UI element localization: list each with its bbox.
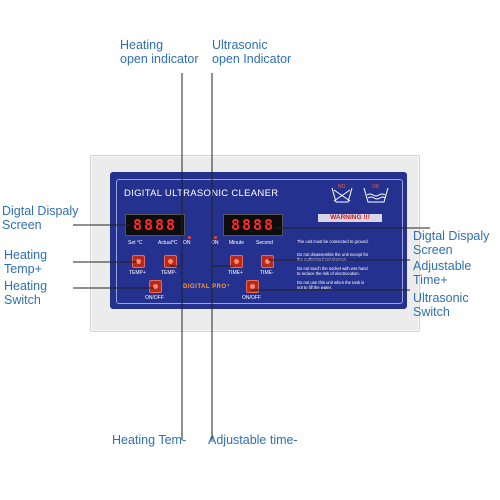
callout-ultrasonic-switch-line2: Switch: [413, 305, 450, 319]
warning-banner: WARNING !!!: [318, 214, 382, 222]
callout-heating-temp-plus: Heating Temp+: [4, 248, 47, 276]
ok-water-icon: [363, 187, 389, 203]
control-panel-border: [116, 179, 403, 304]
callout-heating-switch-line2: Switch: [4, 293, 41, 307]
callout-left-display-line2: Screen: [2, 218, 42, 232]
warning-note-1: The unit must be connected to ground.: [297, 239, 369, 244]
heating-onoff-button[interactable]: [149, 280, 162, 293]
warning-note-6: Do not use this unit when the tank is: [297, 280, 365, 285]
warning-note-2: Do not disassemble the unit except for: [297, 252, 369, 257]
no-water-icon: [331, 187, 353, 203]
callout-adjustable-time-plus-line2: Time+: [413, 273, 448, 287]
callout-ultrasonic-switch-line1: Ultrasonic: [413, 291, 469, 305]
panel-title: DIGITAL ULTRASONIC CLEANER: [124, 188, 279, 199]
callout-right-display-line2: Screen: [413, 243, 453, 257]
temp-minus-button[interactable]: [164, 255, 177, 268]
warning-note-5: to reduce the risk of electrocution.: [297, 271, 360, 276]
time-plus-button[interactable]: [230, 255, 243, 268]
callout-right-display: Digtal Dispaly Screen: [413, 229, 489, 257]
heating-display-screen: 8888: [125, 214, 185, 236]
heating-on-label: ON: [183, 240, 191, 246]
callout-left-display-line1: Digtal Dispaly: [2, 204, 79, 218]
ultrasonic-on-label: ON: [211, 240, 219, 246]
callout-heating-open-indicator: Heating open indicator: [120, 38, 199, 66]
time-minus-button[interactable]: [261, 255, 274, 268]
callout-adjustable-time-minus: Adjustable time-: [208, 433, 298, 447]
callout-heating-temp-plus-line2: Temp+: [4, 262, 42, 276]
ultrasonic-display-screen: 8888: [223, 214, 283, 236]
set-temp-label: Set °C: [128, 240, 143, 246]
temp-minus-label: TEMP-: [161, 270, 177, 276]
callout-heating-switch-line1: Heating: [4, 279, 48, 293]
heating-onoff-label: ON/OFF: [145, 295, 164, 301]
callout-adjustable-time-plus: Adjustable Time+: [413, 259, 471, 287]
temp-plus-label: TEMP+: [129, 270, 146, 276]
callout-ultrasonic-open-indicator-line1: Ultrasonic: [212, 38, 268, 52]
minute-label: Minute: [229, 240, 245, 246]
callout-heating-temp-minus: Heating Tem-: [112, 433, 187, 447]
callout-ultrasonic-switch: Ultrasonic Switch: [413, 291, 469, 319]
warning-note-4: Do not touch the socket with wet hand: [297, 266, 368, 271]
ultrasonic-indicator-light: [214, 236, 217, 239]
callout-heating-switch: Heating Switch: [4, 279, 47, 307]
callout-ultrasonic-open-indicator: Ultrasonic open Indicator: [212, 38, 291, 66]
callout-adjustable-time-plus-line1: Adjustable: [413, 259, 472, 273]
brand-logo: DIGITAL PRO⁺: [183, 284, 231, 290]
tank-level-symbols: NO OK: [331, 184, 389, 203]
time-minus-label: TIME-: [260, 270, 274, 276]
warning-note-7: not to fill the water.: [297, 285, 332, 290]
callout-heating-open-indicator-line1: Heating: [120, 38, 164, 52]
ok-label: OK: [372, 184, 380, 190]
ultrasonic-onoff-label: ON/OFF: [242, 295, 261, 301]
callout-ultrasonic-open-indicator-line2: open Indicator: [212, 52, 292, 66]
callout-right-display-line1: Digtal Dispaly: [413, 229, 490, 243]
second-label: Second: [256, 240, 273, 246]
actual-temp-label: Actual°C: [158, 240, 178, 246]
callout-heating-temp-plus-line1: Heating: [4, 248, 48, 262]
time-plus-label: TIME+: [228, 270, 243, 276]
no-label: NO: [338, 184, 346, 190]
callout-left-display: Digtal Dispaly Screen: [2, 204, 78, 232]
heating-indicator-light: [188, 236, 191, 239]
callout-heating-open-indicator-line2: open indicator: [120, 52, 199, 66]
